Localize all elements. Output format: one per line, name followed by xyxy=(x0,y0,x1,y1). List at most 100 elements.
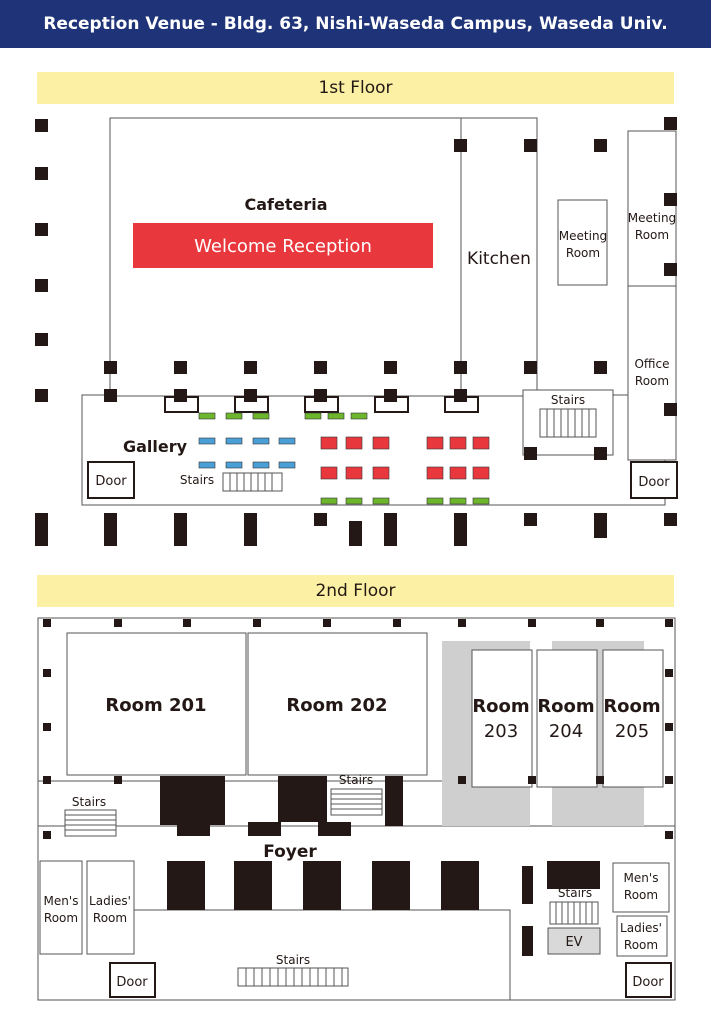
seat-green xyxy=(252,412,270,420)
seat-green xyxy=(198,412,216,420)
seat-blue xyxy=(278,461,296,469)
foyer-label: Foyer xyxy=(263,842,317,862)
meeting-room-2-label-line1: Meeting xyxy=(628,211,676,225)
ladies-room-right[interactable] xyxy=(616,915,668,957)
floor-1-label: 1st Floor xyxy=(37,72,674,104)
seat-green xyxy=(426,497,444,505)
stairs-2f-bottom-steps xyxy=(237,967,349,987)
seat-red xyxy=(320,436,338,450)
room-201[interactable] xyxy=(66,632,247,776)
stairs-2f-left-steps xyxy=(64,809,117,837)
stairs-gallery-steps xyxy=(222,472,283,492)
mens-room-left-label-line1: Men's xyxy=(44,894,79,908)
stairs-2f-bottom-label: Stairs xyxy=(276,953,310,967)
stairs-1f-right-label: Stairs xyxy=(551,393,585,407)
floor-2-outline xyxy=(37,617,676,1001)
kitchen-label: Kitchen xyxy=(467,249,531,269)
gallery-seating xyxy=(198,412,490,505)
seat-green xyxy=(225,412,243,420)
elevator-label: EV xyxy=(565,935,582,950)
seat-red xyxy=(426,466,444,480)
door-2f-right-label: Door xyxy=(632,975,664,990)
seat-red xyxy=(345,436,363,450)
stairs-2f-center-label: Stairs xyxy=(339,773,373,787)
room-202-label: Room 202 xyxy=(286,695,387,716)
seat-red xyxy=(320,466,338,480)
room-205-label-line1: Room xyxy=(603,696,660,717)
meeting-room-1-label-line2: Room xyxy=(566,246,600,260)
room-203-label-line1: Room xyxy=(472,696,529,717)
meeting-room-2[interactable] xyxy=(627,130,677,287)
cafeteria-openings xyxy=(164,396,479,413)
office-room[interactable] xyxy=(627,285,677,461)
seat-red xyxy=(449,436,467,450)
welcome-reception-area[interactable] xyxy=(133,223,433,268)
elevator[interactable] xyxy=(547,927,601,955)
mens-room-right[interactable] xyxy=(612,862,670,913)
room-201-label: Room 201 xyxy=(105,695,206,716)
pillars-1f xyxy=(35,117,677,546)
seat-blue xyxy=(225,437,243,445)
cafeteria-label: Cafeteria xyxy=(244,195,327,214)
seat-blue xyxy=(198,461,216,469)
floor-2-label: 2nd Floor xyxy=(37,575,674,607)
seat-red xyxy=(372,466,390,480)
floor-1-plan: Cafeteria Welcome Reception Kitchen Meet… xyxy=(35,117,678,546)
seat-blue xyxy=(198,437,216,445)
stairs-2f-right-steps xyxy=(549,901,599,925)
stairs-2f-center-steps xyxy=(330,788,383,816)
door-1f-left-label: Door xyxy=(95,474,127,489)
seat-green xyxy=(304,412,322,420)
seat-green xyxy=(320,497,338,505)
kitchen-room[interactable] xyxy=(460,117,538,397)
seat-green xyxy=(449,497,467,505)
room-202[interactable] xyxy=(247,632,428,776)
gallery-label: Gallery xyxy=(123,437,188,456)
seat-green xyxy=(350,412,368,420)
stairs-2f-right-label: Stairs xyxy=(558,886,592,900)
ladies-room-left-label-line2: Room xyxy=(93,911,127,925)
seat-blue xyxy=(252,461,270,469)
meeting-room-1-label-line1: Meeting xyxy=(559,229,607,243)
seat-green xyxy=(345,497,363,505)
room-204[interactable] xyxy=(536,649,598,788)
office-room-label-line1: Office xyxy=(634,357,669,371)
mens-room-right-label-line1: Men's xyxy=(624,871,659,885)
door-1f-left[interactable] xyxy=(87,461,135,499)
seat-blue xyxy=(252,437,270,445)
seat-green xyxy=(372,497,390,505)
seat-red xyxy=(345,466,363,480)
stairs-gallery-label: Stairs xyxy=(180,473,214,487)
meeting-room-1[interactable] xyxy=(557,199,608,286)
seat-red xyxy=(449,466,467,480)
seat-red xyxy=(372,436,390,450)
mens-room-right-label-line2: Room xyxy=(624,888,658,902)
seat-red xyxy=(472,466,490,480)
mens-room-left[interactable] xyxy=(39,860,83,955)
seat-red xyxy=(472,436,490,450)
stairs-2f-left-label: Stairs xyxy=(72,795,106,809)
ladies-room-left[interactable] xyxy=(86,860,135,955)
room-203[interactable] xyxy=(471,649,533,788)
room-205[interactable] xyxy=(602,649,664,788)
welcome-reception-label: Welcome Reception xyxy=(194,236,372,257)
pillars-2f xyxy=(43,619,673,956)
ladies-room-right-label-line1: Ladies' xyxy=(620,921,662,935)
page-title: Reception Venue - Bldg. 63, Nishi-Waseda… xyxy=(0,0,711,48)
ladies-room-right-label-line2: Room xyxy=(624,938,658,952)
door-1f-right[interactable] xyxy=(630,461,678,499)
door-2f-left[interactable] xyxy=(109,962,156,998)
mens-room-left-label-line2: Room xyxy=(44,911,78,925)
room-204-label-line1: Room xyxy=(537,696,594,717)
floor-2-plan: Room 201 Room 202 Room 203 Room 204 Room… xyxy=(37,617,676,1001)
door-2f-right[interactable] xyxy=(625,962,672,998)
door-2f-left-label: Door xyxy=(116,975,148,990)
seat-green xyxy=(472,497,490,505)
room-204-label-line2: 204 xyxy=(549,721,583,742)
meeting-room-2-label-line2: Room xyxy=(635,228,669,242)
office-room-label-line2: Room xyxy=(635,374,669,388)
seat-blue xyxy=(225,461,243,469)
seat-red xyxy=(426,436,444,450)
ladies-room-left-label-line1: Ladies' xyxy=(89,894,131,908)
